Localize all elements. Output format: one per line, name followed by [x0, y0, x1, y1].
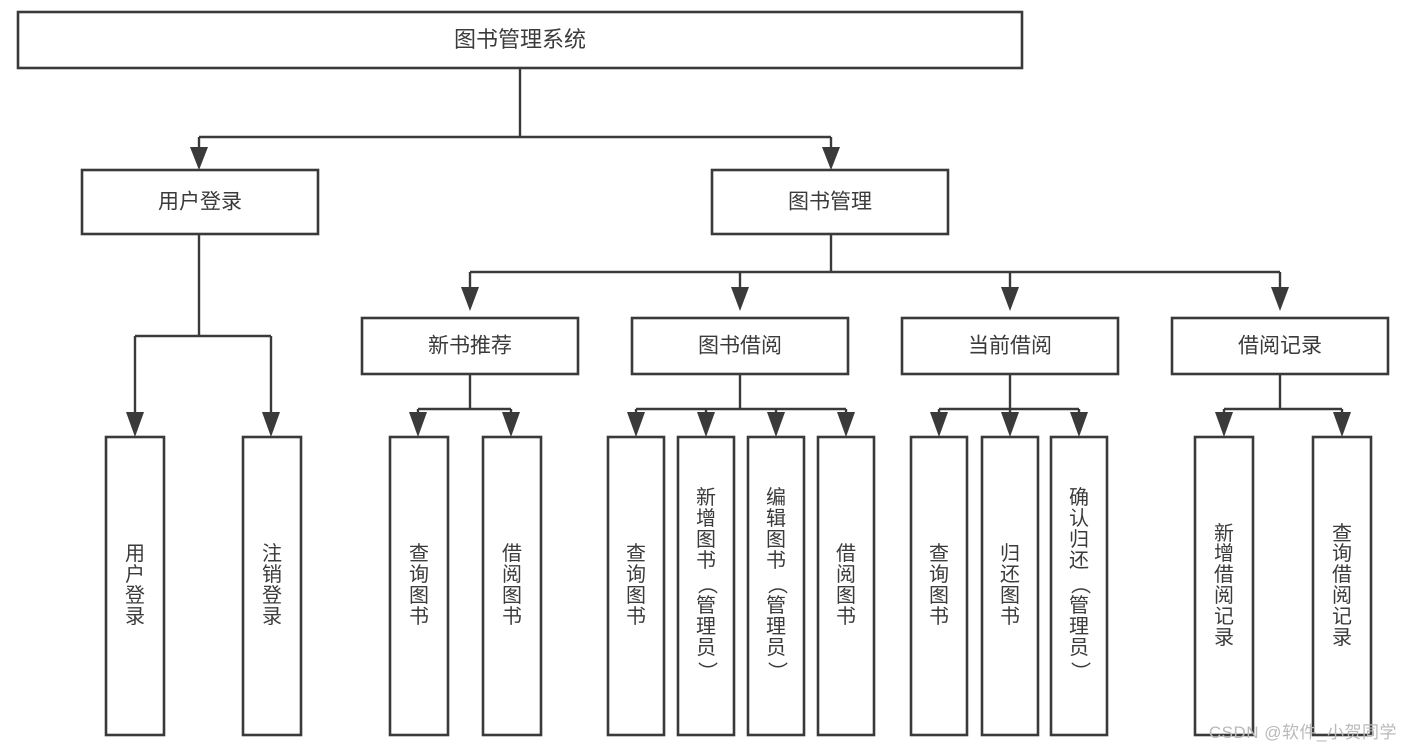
node-new-book-recommend-box: [360, 316, 580, 376]
arrowhead-nbr-query-book: [409, 412, 427, 437]
node-leaf-bb-add-book-box[interactable]: [676, 435, 736, 737]
arrowhead-book-borrow: [731, 287, 749, 311]
connector-group-current-borrow: [930, 374, 1088, 437]
arrowhead-borrow-record: [1271, 287, 1289, 311]
arrowhead-bb-edit-book: [767, 412, 785, 437]
node-root-system[interactable]: 图书管理系统: [16, 10, 1024, 70]
connector-group-new-book-recommend: [409, 374, 520, 437]
arrowhead-bb-borrow-book: [837, 412, 855, 437]
arrowhead-leaf-logout: [262, 412, 280, 437]
node-borrow-record[interactable]: 借阅记录: [1170, 316, 1390, 376]
node-leaf-bb-query-book-box[interactable]: [606, 435, 666, 737]
node-book-borrow[interactable]: 图书借阅: [630, 316, 850, 376]
arrowhead-book-manage: [822, 147, 840, 170]
node-leaf-user-login-box[interactable]: [104, 435, 166, 737]
node-root-system-label: 图书管理系统: [454, 27, 586, 52]
arrowhead-nbr-borrow-book: [502, 412, 520, 437]
node-book-manage[interactable]: 图书管理: [710, 168, 950, 236]
node-leaf-bb-edit-book-box[interactable]: [746, 435, 806, 737]
arrowhead-cb-query-book: [930, 412, 948, 437]
node-user-login-box: [80, 168, 320, 236]
node-current-borrow[interactable]: 当前借阅: [900, 316, 1120, 376]
node-current-borrow-box: [900, 316, 1120, 376]
node-leaf-nbr-borrow-book-box[interactable]: [481, 435, 543, 737]
arrowhead-user-login: [190, 147, 208, 170]
node-leaf-cb-return-book-box[interactable]: [980, 435, 1040, 737]
node-book-borrow-box: [630, 316, 850, 376]
arrowhead-cb-confirm-return: [1070, 412, 1088, 437]
arrowhead-br-query-record: [1333, 412, 1351, 437]
node-book-manage-box: [710, 168, 950, 236]
node-borrow-record-label: 借阅记录: [1238, 335, 1322, 358]
node-user-login-label: 用户登录: [158, 191, 242, 214]
node-new-book-recommend-label: 新书推荐: [428, 335, 512, 358]
node-leaf-br-add-record-box[interactable]: [1193, 435, 1255, 737]
node-current-borrow-label: 当前借阅: [968, 335, 1052, 358]
node-user-login[interactable]: 用户登录: [80, 168, 320, 236]
arrowhead-new-book-recommend: [461, 287, 479, 311]
node-root-system-box: [16, 10, 1024, 70]
node-leaf-cb-confirm-return-box[interactable]: [1049, 435, 1109, 737]
node-borrow-record-box: [1170, 316, 1390, 376]
arrowhead-cb-return-book: [1001, 412, 1019, 437]
node-leaf-logout-box[interactable]: [241, 435, 303, 737]
connector-group-root: [190, 68, 840, 170]
connector-group-book-manage: [461, 234, 1289, 311]
node-book-borrow-label: 图书借阅: [698, 335, 782, 358]
node-leaf-bb-borrow-book-box[interactable]: [816, 435, 876, 737]
node-leaf-nbr-query-book-box[interactable]: [388, 435, 450, 737]
arrowhead-current-borrow: [1001, 287, 1019, 311]
connector-group-borrow-record: [1215, 374, 1351, 437]
connector-group-user-login: [126, 234, 280, 437]
arrowhead-leaf-user-login: [126, 412, 144, 437]
arrowhead-bb-add-book: [697, 412, 715, 437]
arrowhead-bb-query-book: [627, 412, 645, 437]
arrowhead-br-add-record: [1215, 412, 1233, 437]
node-leaf-cb-query-book-box[interactable]: [909, 435, 969, 737]
node-leaf-br-query-record-box[interactable]: [1311, 435, 1373, 737]
connector-group-book-borrow: [627, 374, 855, 437]
node-new-book-recommend[interactable]: 新书推荐: [360, 316, 580, 376]
node-book-manage-label: 图书管理: [788, 191, 872, 214]
